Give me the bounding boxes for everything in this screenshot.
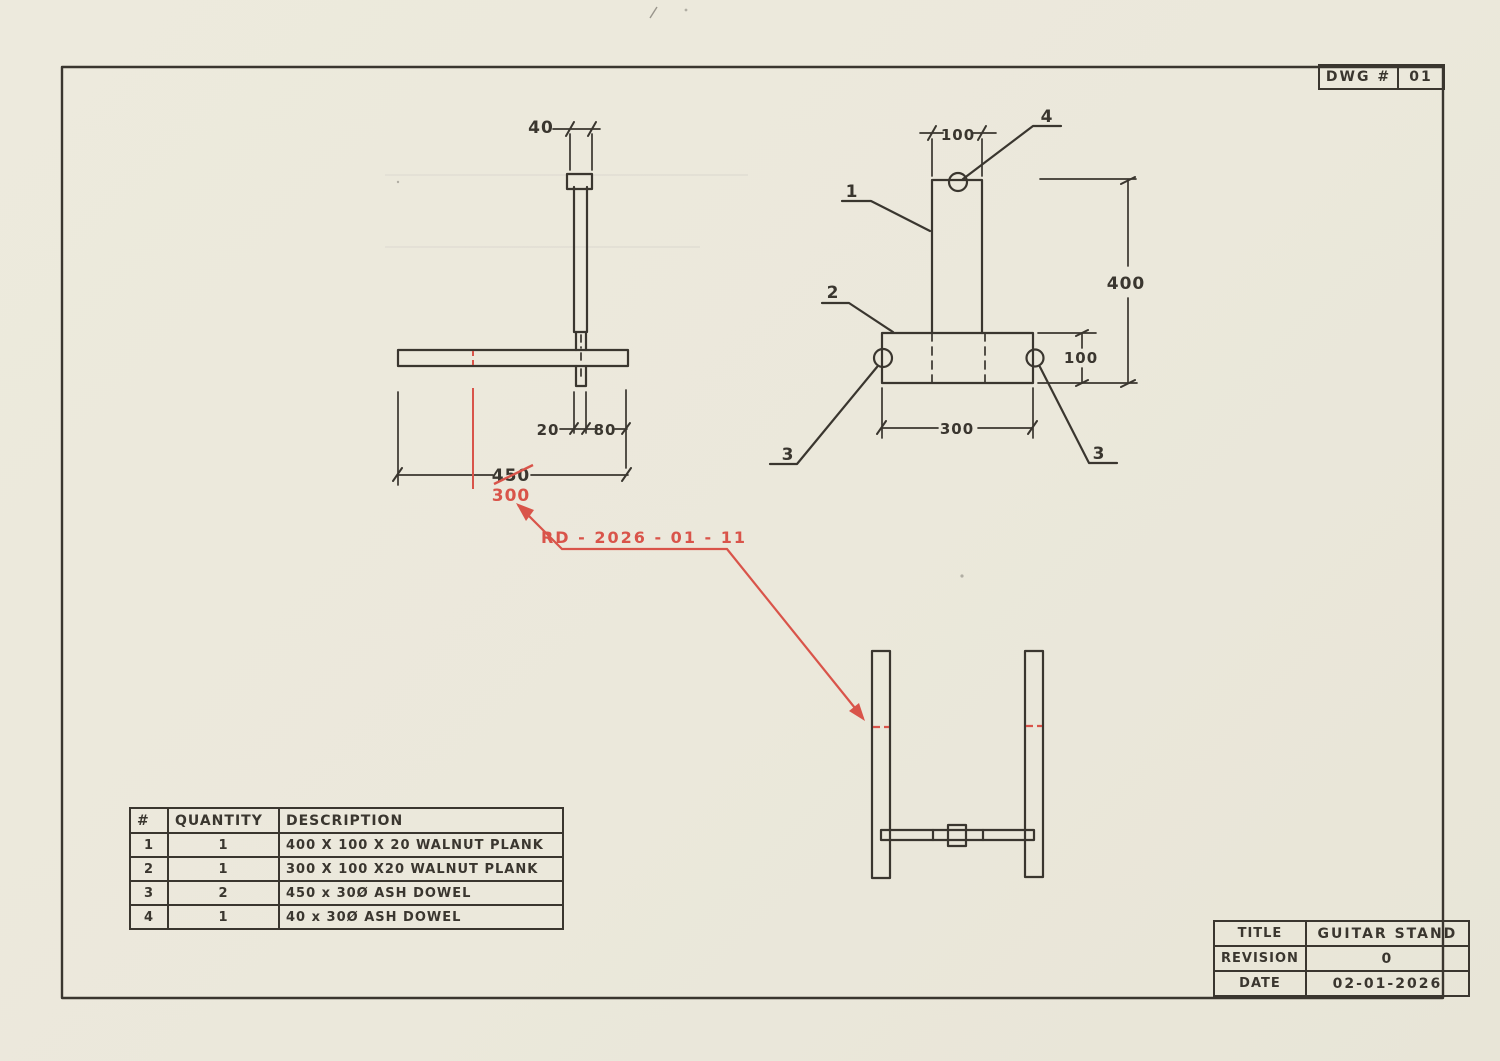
dim-overall-height: 400 <box>1107 274 1146 294</box>
arrowhead-to-dimension <box>516 503 534 521</box>
dim-length-group: 450 <box>392 391 632 486</box>
dim-revised-length: 300 <box>492 486 531 506</box>
dwg-number-box: DWG # 01 <box>1318 64 1445 90</box>
revision-leader <box>517 504 864 719</box>
callout-2-label: 2 <box>827 283 840 303</box>
header-desc: DESCRIPTION <box>278 807 564 834</box>
row3-num: 3 <box>129 880 169 906</box>
table-row: 4 1 40 x 30Ø ASH DOWEL <box>129 904 564 930</box>
dwg-label: DWG # <box>1320 66 1399 88</box>
dim-dowel-overhang: 80 <box>594 421 617 439</box>
callout-1-label: 1 <box>846 182 859 202</box>
side-view-dowel-cap <box>565 172 594 191</box>
callout-long-dowel-right: 3 <box>1038 365 1119 465</box>
row2-num: 2 <box>129 856 169 882</box>
front-view: 100 400 100 300 1 2 <box>768 107 1146 466</box>
callout-long-dowel-left: 3 <box>768 365 879 466</box>
revision-value: 0 <box>1304 945 1470 972</box>
callout-3-right-label: 3 <box>1093 444 1106 464</box>
title-block: TITLE GUITAR STAND REVISION 0 DATE 02-01… <box>1213 920 1470 997</box>
row1-qty: 1 <box>167 832 280 858</box>
dim-plank-width: 100 <box>941 126 975 144</box>
dim-plank-thickness: 20 <box>537 421 560 439</box>
revision-note-text: RD - 2026 - 01 - 11 <box>541 528 747 547</box>
dim-base-width: 300 <box>940 420 974 438</box>
callout-base-plank: 2 <box>820 283 895 334</box>
row4-desc: 40 x 30Ø ASH DOWEL <box>278 904 564 930</box>
paper-marks <box>385 6 964 578</box>
dim-base-thickness-group: 100 <box>1037 329 1098 387</box>
top-view-plank <box>879 828 1036 842</box>
row4-qty: 1 <box>167 904 280 930</box>
row2-qty: 1 <box>167 856 280 882</box>
table-row: 1 1 400 X 100 X 20 WALNUT PLANK <box>129 832 564 858</box>
title-value: GUITAR STAND <box>1304 920 1470 947</box>
revision-label: REVISION <box>1213 945 1307 972</box>
header-qty: QUANTITY <box>167 807 280 834</box>
row4-num: 4 <box>129 904 169 930</box>
header-num: # <box>129 807 169 834</box>
title-row: TITLE GUITAR STAND <box>1213 920 1470 947</box>
top-view-left-dowel <box>870 649 892 880</box>
date-value: 02-01-2026 <box>1304 970 1470 997</box>
dwg-number: 01 <box>1409 69 1433 85</box>
date-label: DATE <box>1213 970 1307 997</box>
left-dowel-hole <box>872 347 894 369</box>
short-dowel-hole <box>947 171 969 193</box>
callout-short-dowel: 4 <box>961 107 1063 181</box>
dim-base-thickness: 100 <box>1064 349 1098 367</box>
revision-markup: 300 RD - 2026 - 01 - 11 <box>472 351 1042 729</box>
table-row: 2 1 300 X 100 X20 WALNUT PLANK <box>129 856 564 882</box>
dim-cap-width: 40 <box>528 118 554 138</box>
revision-cut-marks <box>873 724 1042 729</box>
row3-qty: 2 <box>167 880 280 906</box>
date-row: DATE 02-01-2026 <box>1213 970 1470 997</box>
title-label: TITLE <box>1213 920 1307 947</box>
sheet-border <box>60 65 1445 1000</box>
callout-4-label: 4 <box>1041 107 1054 127</box>
dim-thickness-group: 20 80 <box>537 389 631 469</box>
table-row: 3 2 450 x 30Ø ASH DOWEL <box>129 880 564 906</box>
top-view <box>870 649 1045 880</box>
callout-vertical-plank: 1 <box>840 182 932 233</box>
dim-cap-width-group: 40 <box>528 118 601 171</box>
dim-overall-height-group: 400 <box>1037 176 1146 388</box>
row1-num: 1 <box>129 832 169 858</box>
row3-desc: 450 x 30Ø ASH DOWEL <box>278 880 564 906</box>
top-view-short-dowel <box>946 823 968 848</box>
row1-desc: 400 X 100 X 20 WALNUT PLANK <box>278 832 564 858</box>
side-view: 40 20 80 450 <box>392 118 632 486</box>
side-view-dowel <box>396 348 630 368</box>
top-view-right-dowel <box>1023 649 1045 879</box>
right-dowel-hole <box>1025 348 1045 368</box>
revision-row: REVISION 0 <box>1213 945 1470 972</box>
strike-through <box>493 463 534 486</box>
front-view-base-plank <box>880 331 1035 385</box>
row2-desc: 300 X 100 X20 WALNUT PLANK <box>278 856 564 882</box>
parts-table: # QUANTITY DESCRIPTION 1 1 400 X 100 X 2… <box>129 807 564 930</box>
callout-3-left-label: 3 <box>782 445 795 465</box>
parts-table-header-row: # QUANTITY DESCRIPTION <box>129 807 564 834</box>
arrowhead-to-top-view <box>849 703 865 721</box>
dim-base-width-group: 300 <box>876 387 1038 439</box>
dim-plank-width-group: 100 <box>919 125 997 177</box>
